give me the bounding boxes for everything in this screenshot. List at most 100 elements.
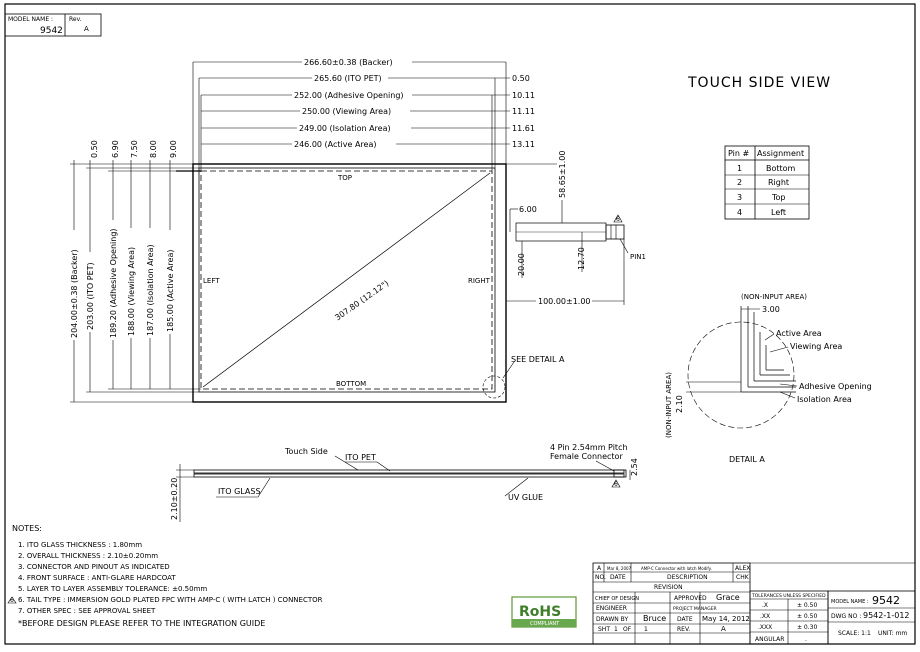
offset-active: 13.11 [512,140,535,149]
detail-a: (NON-INPUT AREA) 3.00 Active Area Viewin… [665,293,872,464]
tol-xxx: .XXX [758,624,772,631]
detail-adhesive: Adhesive Opening [799,382,872,391]
detail-viewing: Viewing Area [790,342,842,351]
pitch-label: 2.54 [630,458,639,476]
dwg-value: 9542-1-012 [863,611,910,620]
sht-no: 1 [614,626,618,633]
sheet-border [4,3,916,645]
connector-label-2: Female Connector [550,452,623,461]
scale-label: SCALE: 1:1 [838,630,871,637]
offset-adhesive: 10.11 [512,91,535,100]
pm-label: PROJECT MANAGER [673,606,717,612]
dim-isolation-height: 187.00 (Isolation Area) [146,244,155,336]
tol-angular: ANGULAR [755,636,784,643]
tol-title: TOLERANCES UNLESS SPECIFIED [751,593,826,599]
dim-tail-offset: 58.65±1.00 [558,151,567,198]
label-bottom: BOTTOM [336,380,366,388]
detail-dim-2: 2.10 [675,395,684,413]
tol-x: .X [762,602,768,609]
pin-table: Pin # Assignment 1 Bottom 2 Right 3 Top … [724,145,810,220]
diagonal-line [202,172,491,388]
dim-viewing-width: 250.00 (Viewing Area) [302,107,391,116]
dim-isolation-width: 249.00 (Isolation Area) [299,124,391,133]
date-label: DATE [677,616,693,623]
connector-label: 4 Pin 2.54mm Pitch [550,443,628,452]
dwg-label: DWG NO : [831,613,861,620]
dim-tail-100: 100.00±1.00 [538,297,591,306]
rev-title: REVISION [654,584,683,591]
dim-tail-6: 6.00 [519,205,537,214]
voffset-2: 7.50 [130,140,139,158]
approved-by: Grace [716,593,740,602]
detail-title: DETAIL A [729,455,765,464]
voffset-3: 8.00 [149,140,158,158]
see-detail-label: SEE DETAIL A [511,355,565,364]
voffset-4: 9.00 [169,140,178,158]
horizontal-dimensions: 266.60±0.38 (Backer) 265.60 (ITO PET) 0.… [192,57,535,171]
dim-tail-20: 20.00 [517,253,526,276]
dim-backer-height: 204.00±0.38 (Backer) [70,249,79,338]
rev-label: Rev. [69,16,82,23]
assign-3: Top [771,193,786,202]
detail-circle [482,375,506,399]
rev-h-chk: CHK [736,574,750,581]
detail-noninput-top: (NON-INPUT AREA) [741,293,807,301]
view-title: TOUCH SIDE VIEW [687,75,831,91]
tol-x-val: ± 0.50 [797,602,817,609]
engineer-label: ENGINEER [596,605,627,612]
note-6: 6. TAIL TYPE : IMMERSION GOLD PLATED FPC… [18,596,323,604]
note-8: *BEFORE DESIGN PLEASE REFER TO THE INTEG… [18,619,265,628]
label-left: LEFT [203,277,220,285]
voffset-1: 6.90 [111,140,120,158]
drawn-by: Bruce [643,614,666,623]
tol-xxx-val: ± 0.30 [797,624,817,631]
dim-adhesive-height: 189.20 (Adhesive Opening) [109,228,118,338]
dim-itopet-width: 265.60 (ITO PET) [314,74,382,83]
pin-2: 2 [737,178,742,187]
note-1: 1. ITO GLASS THICKNESS : 1.80mm [18,541,142,549]
note-4: 4. FRONT SURFACE : ANTI-GLARE HARDCOAT [18,574,176,582]
backer-outline [192,163,507,403]
pin-3: 3 [737,193,742,202]
rev-label-bottom: REV. [677,626,690,633]
title-block: A Mar 8, 2007 AMP-C Connector with latch… [592,562,916,645]
pin-header: Pin # [728,149,749,158]
dim-backer-width: 266.60±0.38 (Backer) [304,58,393,67]
detail-noninput-left: (NON-INPUT AREA) [665,372,673,438]
pin1-label: PIN1 [630,253,646,261]
rev-h-desc: DESCRIPTION [667,574,708,581]
assign-header: Assignment [757,149,804,158]
rohs-text: RoHS [519,604,561,620]
side-thickness: 2.10±0.20 [170,478,179,520]
detail-isolation: Isolation Area [797,395,852,404]
offset-viewing: 11.11 [512,107,535,116]
unit-label: UNIT: mm [878,630,907,637]
side-marker: 6 [614,481,618,488]
note-6-marker-shape [7,596,17,604]
uv-glue-label: UV GLUE [508,493,543,502]
assign-4: Left [771,208,786,217]
note-3: 3. CONNECTOR AND PINOUT AS INDICATED [18,563,170,571]
rev-value: A [84,25,89,33]
note-7: 7. OTHER SPEC : SEE APPROVAL SHEET [18,607,156,615]
voffset-0: 0.50 [90,140,99,158]
note-2: 2. OVERALL THICKNESS : 2.10±0.20mm [18,552,158,560]
model-value-bottom: 9542 [872,594,900,607]
rev-row-desc: AMP-C Connector with latch Modify. [641,566,712,571]
label-top: TOP [337,174,352,182]
rohs-logo: RoHS COMPLIANT [511,596,577,628]
rev-h-date: DATE [610,574,626,581]
active-area-outline [200,170,493,390]
dim-viewing-height: 188.00 (Viewing Area) [127,247,136,336]
ito-glass-label: ITO GLASS [218,487,261,496]
detail-dim-3: 3.00 [762,305,780,314]
drawn-by-label: DRAWN BY [596,616,628,623]
of-no: 1 [644,626,648,633]
assign-1: Bottom [766,164,796,173]
top-title-block: MODEL NAME : 9542 Rev. A [4,13,102,37]
rev-row-date: Mar 8, 2007 [607,566,632,571]
vertical-dimensions: 0.50 6.90 7.50 8.00 9.00 204.00±0.38 (Ba… [69,140,201,403]
model-name-value: 9542 [40,26,63,36]
ito-pet-outline [198,167,496,393]
